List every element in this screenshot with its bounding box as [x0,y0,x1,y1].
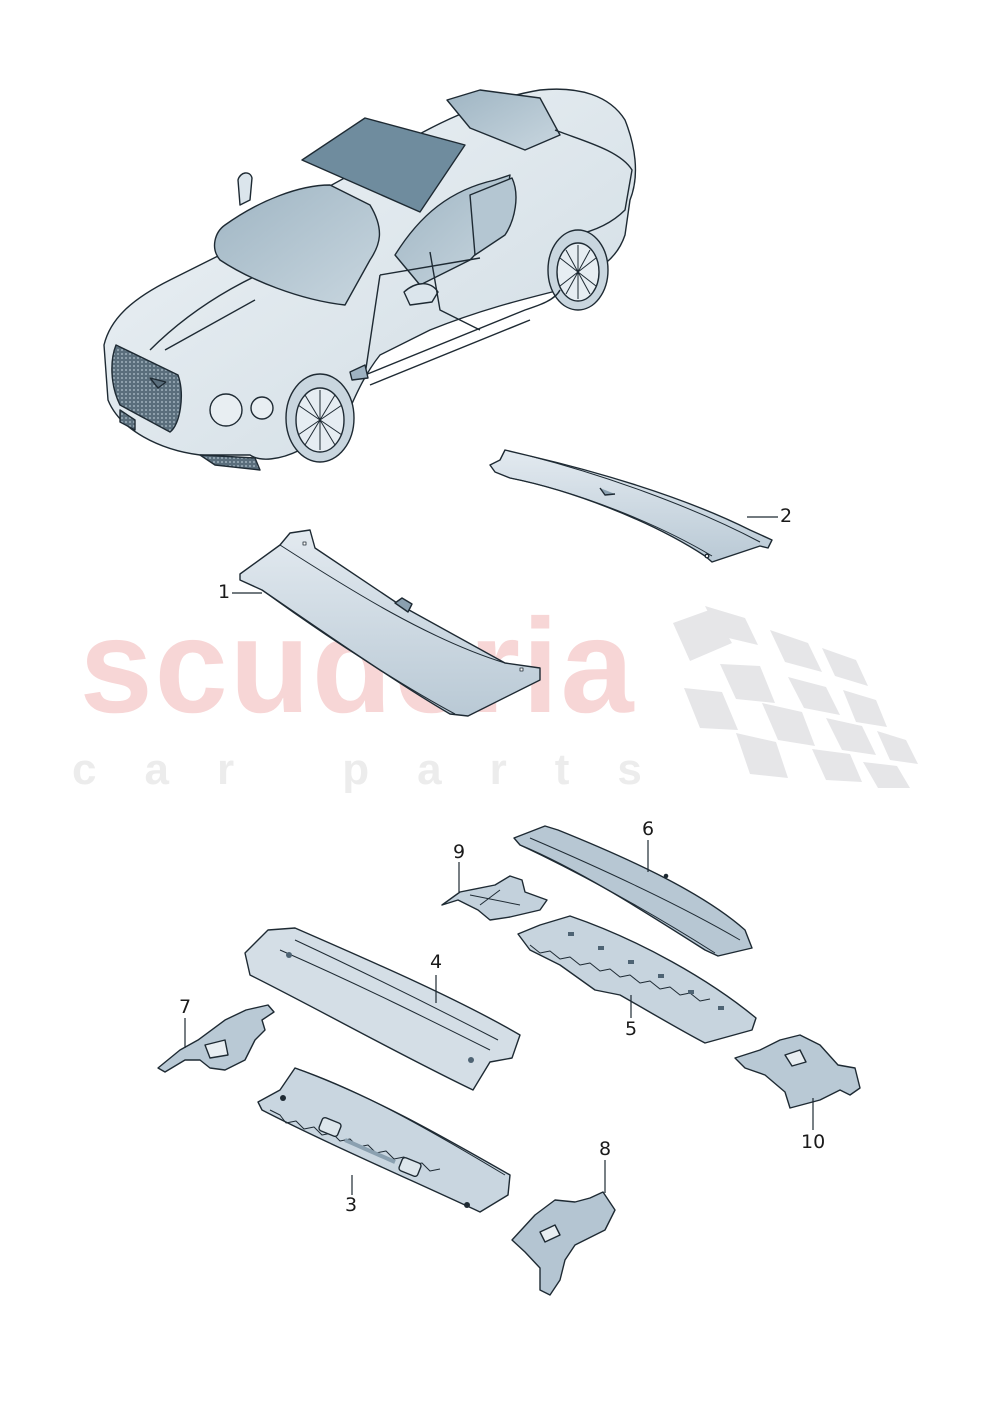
part-1 [239,529,541,717]
leader-lines [184,516,814,1195]
part-3 [257,1067,511,1213]
part-10 [734,1034,861,1109]
part-5 [517,915,757,1044]
callout-8[interactable]: 8 [599,1138,612,1160]
callout-1[interactable]: 1 [218,581,231,603]
part-7 [157,1004,275,1073]
part-4 [244,927,521,1091]
part-6 [513,825,753,957]
callout-4[interactable]: 4 [430,951,443,973]
callout-3[interactable]: 3 [345,1194,358,1216]
part-9 [441,875,548,921]
callout-7[interactable]: 7 [179,996,192,1018]
callout-6[interactable]: 6 [642,818,655,840]
callout-5[interactable]: 5 [625,1018,638,1040]
callout-10[interactable]: 10 [801,1131,826,1153]
callout-9[interactable]: 9 [453,841,466,863]
part-2 [489,449,773,563]
part-8 [511,1191,616,1296]
car-illustration [103,88,637,471]
callout-2[interactable]: 2 [780,505,793,527]
watermark-tagline: car parts [72,745,690,794]
